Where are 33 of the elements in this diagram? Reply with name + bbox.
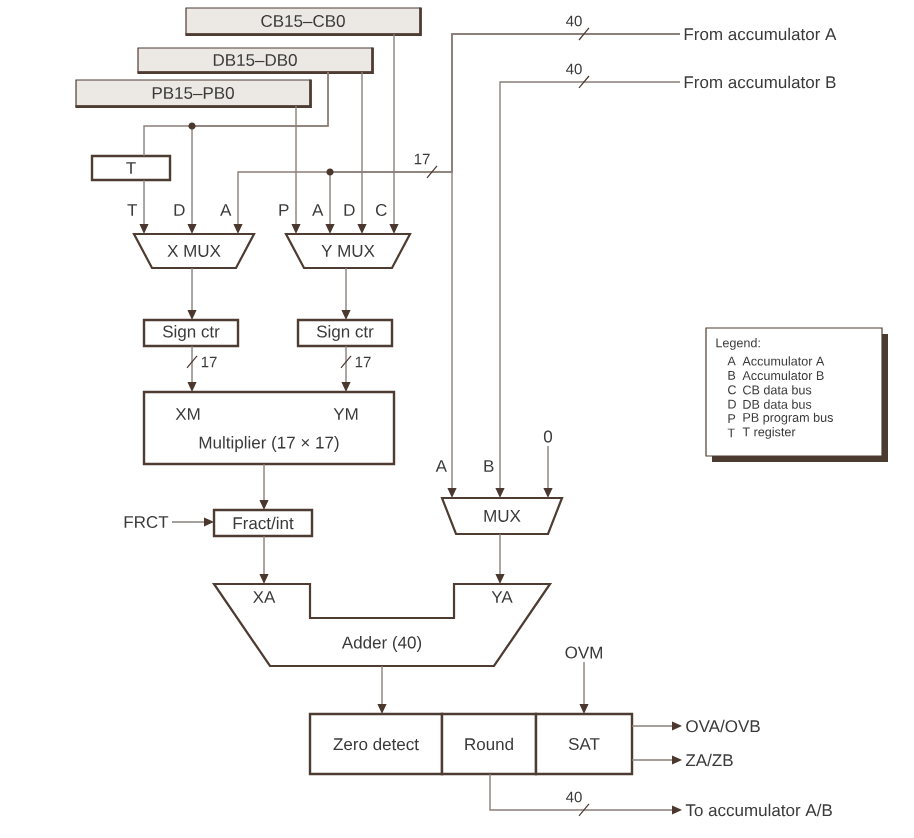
constant-label: 0	[543, 430, 553, 443]
process-box: Sign ctr	[142, 318, 240, 348]
mux-block: X MUX	[132, 232, 256, 270]
bus-box: PB15–PB0	[75, 79, 312, 108]
bus-box: DB15–DB0	[137, 47, 374, 74]
process-box: Round	[440, 712, 538, 776]
mux-block: Y MUX	[284, 232, 412, 270]
process-box: Zero detect	[308, 712, 444, 776]
port-label: YA	[491, 591, 513, 603]
output-label: ZA/ZB	[685, 753, 733, 767]
process-box: SAT	[534, 712, 634, 776]
output-label: OVA/OVB	[686, 719, 760, 733]
signal-label: OVM	[565, 646, 602, 659]
output-label: To accumulator A/B	[685, 803, 832, 817]
port-label: P	[279, 204, 289, 216]
bus-box: CB15–CB0	[185, 7, 422, 36]
port-label: XM	[175, 408, 200, 420]
process-box: Fract/int	[212, 508, 314, 538]
signal-label: From accumulator A	[684, 27, 837, 41]
port-label: C	[376, 204, 387, 216]
port-label: A	[312, 204, 324, 216]
signal-label: From accumulator B	[684, 75, 836, 89]
port-label: T	[127, 204, 138, 216]
mux-block: MUX	[440, 496, 564, 536]
port-label: XA	[253, 591, 276, 603]
port-label: B	[484, 460, 494, 472]
port-label: D	[344, 204, 355, 216]
signal-label: FRCT	[124, 516, 169, 528]
port-label: D	[174, 204, 185, 216]
register-box: T	[90, 154, 172, 182]
port-label: A	[220, 204, 232, 216]
process-box: Sign ctr	[296, 318, 394, 348]
port-label: YM	[333, 408, 358, 420]
